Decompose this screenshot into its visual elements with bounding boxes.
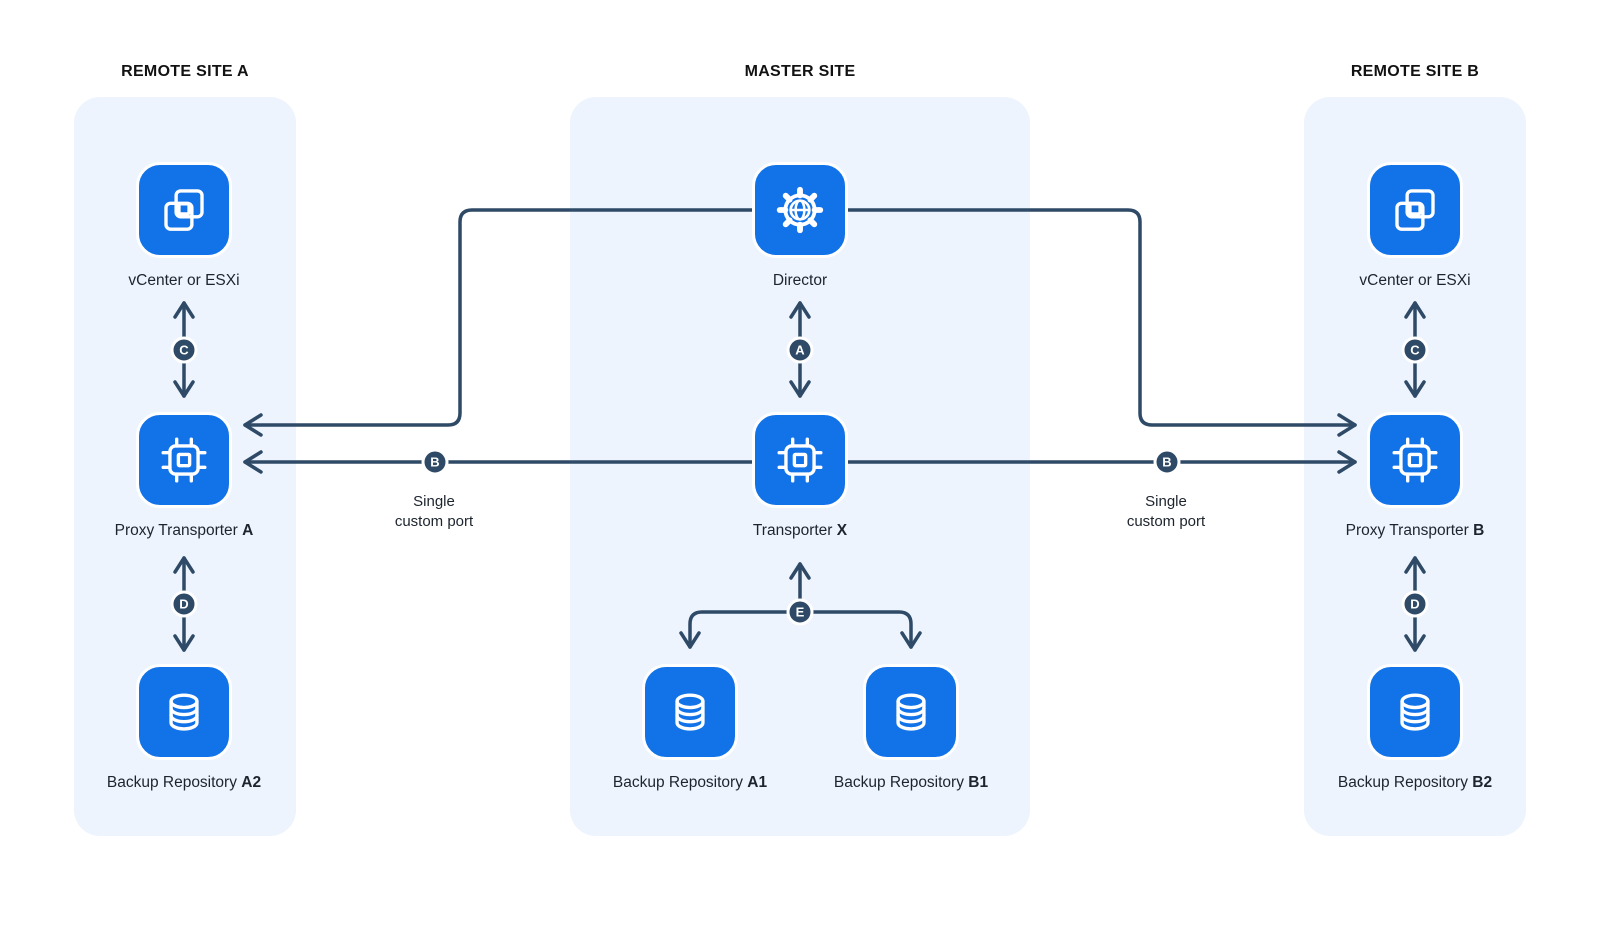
arrowhead-d-right-down [1404, 634, 1426, 652]
connector-e-branch-left [688, 610, 802, 649]
connector-director-to-proxy-a [243, 208, 754, 427]
single-custom-port-label-right: Single custom port [1066, 492, 1266, 532]
arrowhead-a-up [789, 301, 811, 319]
node-backup-repository-a1: Backup Repository A1 [550, 664, 830, 792]
cpu-chip-icon [161, 437, 207, 483]
single-custom-port-label-left: Single custom port [334, 492, 534, 532]
node-label: Backup Repository A1 [612, 774, 768, 791]
gear-globe-icon [776, 186, 824, 234]
site-title-remote-b: REMOTE SITE B [1350, 63, 1480, 80]
site-title-remote-a: REMOTE SITE A [121, 63, 249, 80]
director-icon-box [752, 162, 848, 258]
connector-director-to-proxy-b [846, 208, 1357, 427]
transporter-icon-box [752, 412, 848, 508]
badge-d-left: D [170, 590, 198, 618]
badge-a: A [786, 336, 814, 364]
arrowhead-d-left-up [173, 556, 195, 574]
badge-b-right: B [1153, 448, 1181, 476]
node-proxy-transporter-a: Proxy Transporter A [44, 412, 324, 540]
repository-icon-box [136, 664, 232, 760]
site-title-master: MASTER SITE [744, 63, 856, 80]
node-proxy-transporter-b: Proxy Transporter B [1275, 412, 1555, 540]
badge-c-left: C [170, 336, 198, 364]
arrowhead-e-right-down [900, 631, 922, 649]
transporter-icon-box [1367, 412, 1463, 508]
vmware-vsphere-icon [1395, 189, 1435, 231]
node-transporter-x: Transporter X [660, 412, 940, 540]
arrowhead-right-b [1337, 450, 1357, 474]
cpu-chip-icon [1392, 437, 1438, 483]
arrowhead-a-down [789, 380, 811, 398]
arrowhead-c-right-down [1404, 380, 1426, 398]
arrowhead-c-left-down [173, 380, 195, 398]
repository-icon-box [642, 664, 738, 760]
repository-icon-box [863, 664, 959, 760]
node-label: Transporter X [752, 522, 848, 539]
node-vcenter-b: vCenter or ESXi [1275, 162, 1555, 290]
node-director: Director [660, 162, 940, 290]
arrowhead-c-left-up [173, 301, 195, 319]
badge-e: E [786, 598, 814, 626]
badge-b-left: B [421, 448, 449, 476]
database-icon [896, 693, 926, 731]
node-label: Proxy Transporter B [1345, 522, 1485, 539]
node-vcenter-a: vCenter or ESXi [44, 162, 324, 290]
node-label: vCenter or ESXi [128, 272, 240, 289]
port-label-line1: Single [413, 493, 455, 510]
cpu-chip-icon [777, 437, 823, 483]
database-icon [675, 693, 705, 731]
node-label: vCenter or ESXi [1359, 272, 1471, 289]
database-icon [1400, 693, 1430, 731]
node-label: Backup Repository A2 [106, 774, 262, 791]
arrowhead-c-right-up [1404, 301, 1426, 319]
repository-icon-box [1367, 664, 1463, 760]
port-label-line1: Single [1145, 493, 1187, 510]
node-backup-repository-b2: Backup Repository B2 [1275, 664, 1555, 792]
vcenter-icon-box [136, 162, 232, 258]
node-label: Director [772, 272, 828, 289]
port-label-line2: custom port [394, 513, 474, 530]
arrowhead-d-right-up [1404, 556, 1426, 574]
vcenter-icon-box [1367, 162, 1463, 258]
arrowhead-e-left-down [679, 631, 701, 649]
transporter-icon-box [136, 412, 232, 508]
badge-c-right: C [1401, 336, 1429, 364]
arrowhead-right-director-b [1337, 413, 1357, 437]
arrowhead-left-b [243, 450, 263, 474]
node-label: Backup Repository B2 [1337, 774, 1493, 791]
node-backup-repository-b1: Backup Repository B1 [771, 664, 1051, 792]
port-label-line2: custom port [1126, 513, 1206, 530]
node-label: Proxy Transporter A [114, 522, 254, 539]
arrowhead-e-up [789, 562, 811, 580]
badge-d-right: D [1401, 590, 1429, 618]
vmware-vsphere-icon [164, 189, 204, 231]
arrowhead-d-left-down [173, 634, 195, 652]
connector-e-branch-right [798, 610, 913, 649]
arrowhead-left-director-a [243, 413, 263, 437]
node-backup-repository-a2: Backup Repository A2 [44, 664, 324, 792]
node-label: Backup Repository B1 [833, 774, 989, 791]
database-icon [169, 693, 199, 731]
